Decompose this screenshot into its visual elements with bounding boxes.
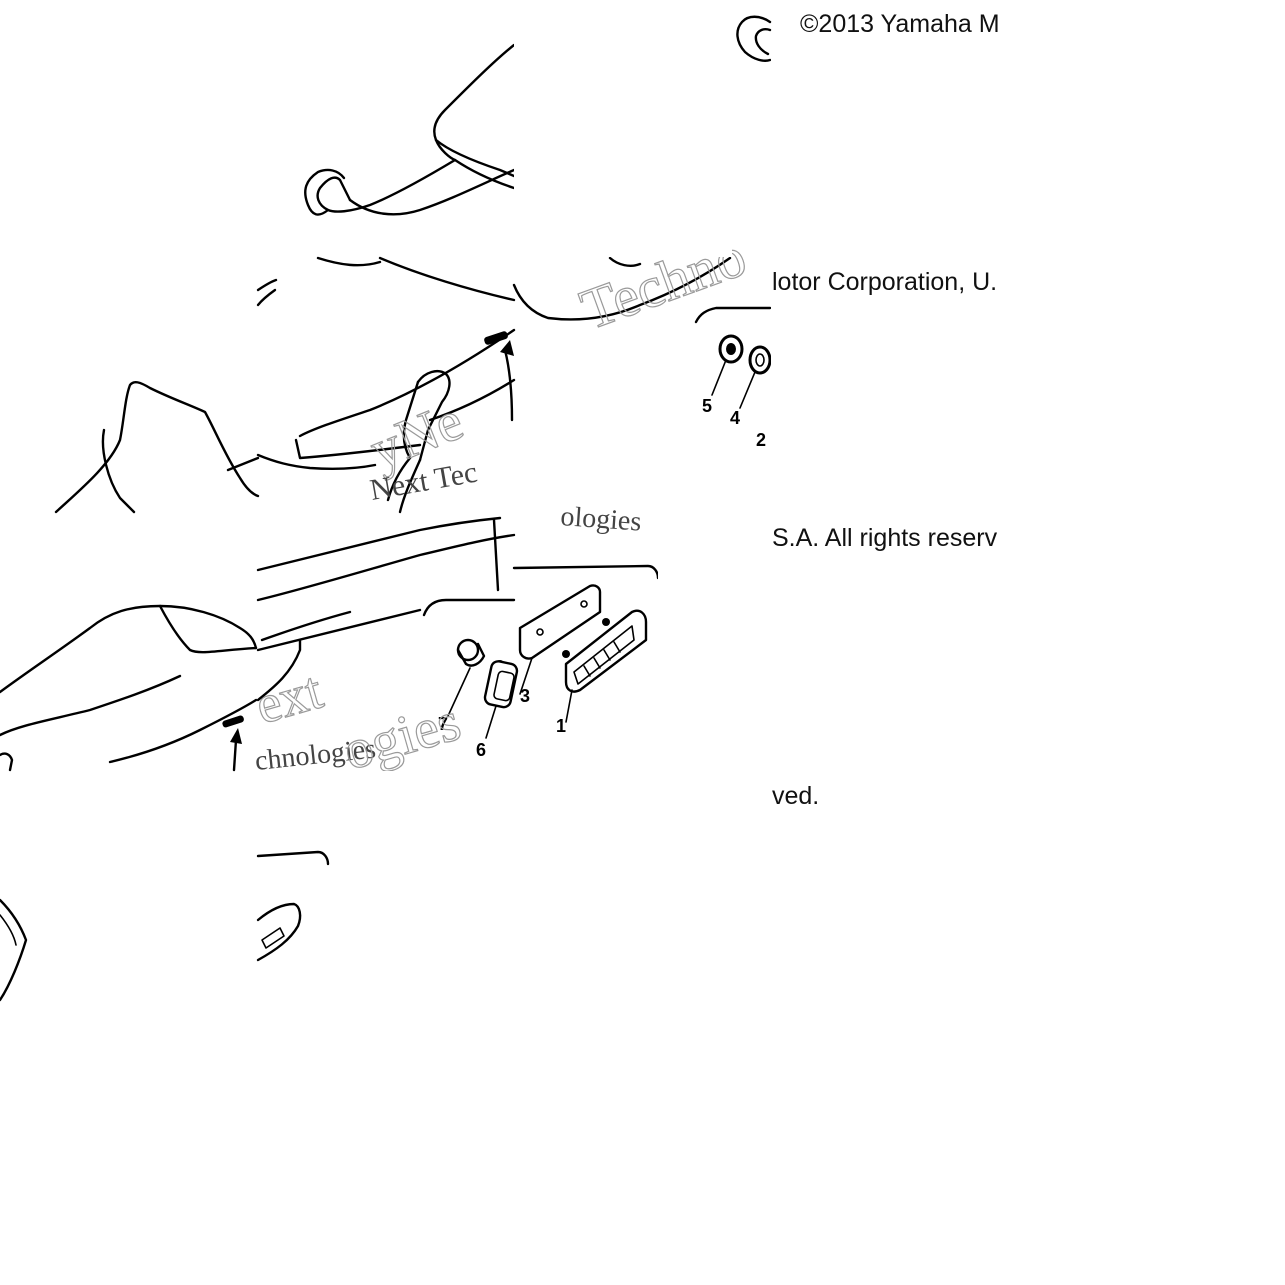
callout-4: 4: [730, 408, 740, 428]
arrow-head: [500, 340, 514, 356]
copyright-line-4: ved.: [772, 782, 820, 810]
body-panel-left: [256, 256, 516, 470]
callout-2: 2: [756, 430, 766, 450]
seat-cushion: [0, 604, 258, 772]
slot-mark: [484, 331, 508, 345]
bracket-lower: [422, 564, 660, 617]
bushing-part-7: [447, 638, 486, 717]
body-panel-lower: [256, 516, 516, 702]
watermark-text-7: ogies: [336, 690, 467, 782]
callout-3: 3: [520, 686, 530, 706]
watermark-text-5: ext: [249, 660, 329, 736]
copyright-line-2: lotor Corporation, U.: [772, 268, 998, 296]
reflector-part-3: [518, 584, 602, 695]
watermark-text-4: ologies: [560, 501, 643, 538]
arrow-head-lower: [230, 728, 242, 744]
nut-part-5: [711, 334, 744, 396]
callout-7: 7: [438, 714, 448, 734]
copyright-line-3: S.A. All rights reserv: [772, 524, 998, 552]
lens-part-6: [483, 660, 519, 739]
leader-arrow-lower: [232, 738, 238, 772]
lever: [386, 370, 451, 514]
callout-1: 1: [556, 716, 566, 736]
copyright-line-1: ©2013 Yamaha M: [800, 10, 1000, 38]
slot-mark-lower: [222, 715, 244, 728]
lower-bracket: [256, 850, 330, 962]
washer-part-4: [739, 345, 772, 409]
fender-right: [512, 256, 772, 324]
leader-arrow: [503, 348, 514, 422]
lower-left-lens: [0, 898, 28, 1002]
callout-5: 5: [702, 396, 712, 416]
grab-handle: [304, 43, 516, 216]
callout-6: 6: [476, 740, 486, 760]
handle-end: [736, 15, 772, 62]
tail-lamp-part-1: [562, 609, 648, 723]
seat-back: [54, 380, 260, 514]
